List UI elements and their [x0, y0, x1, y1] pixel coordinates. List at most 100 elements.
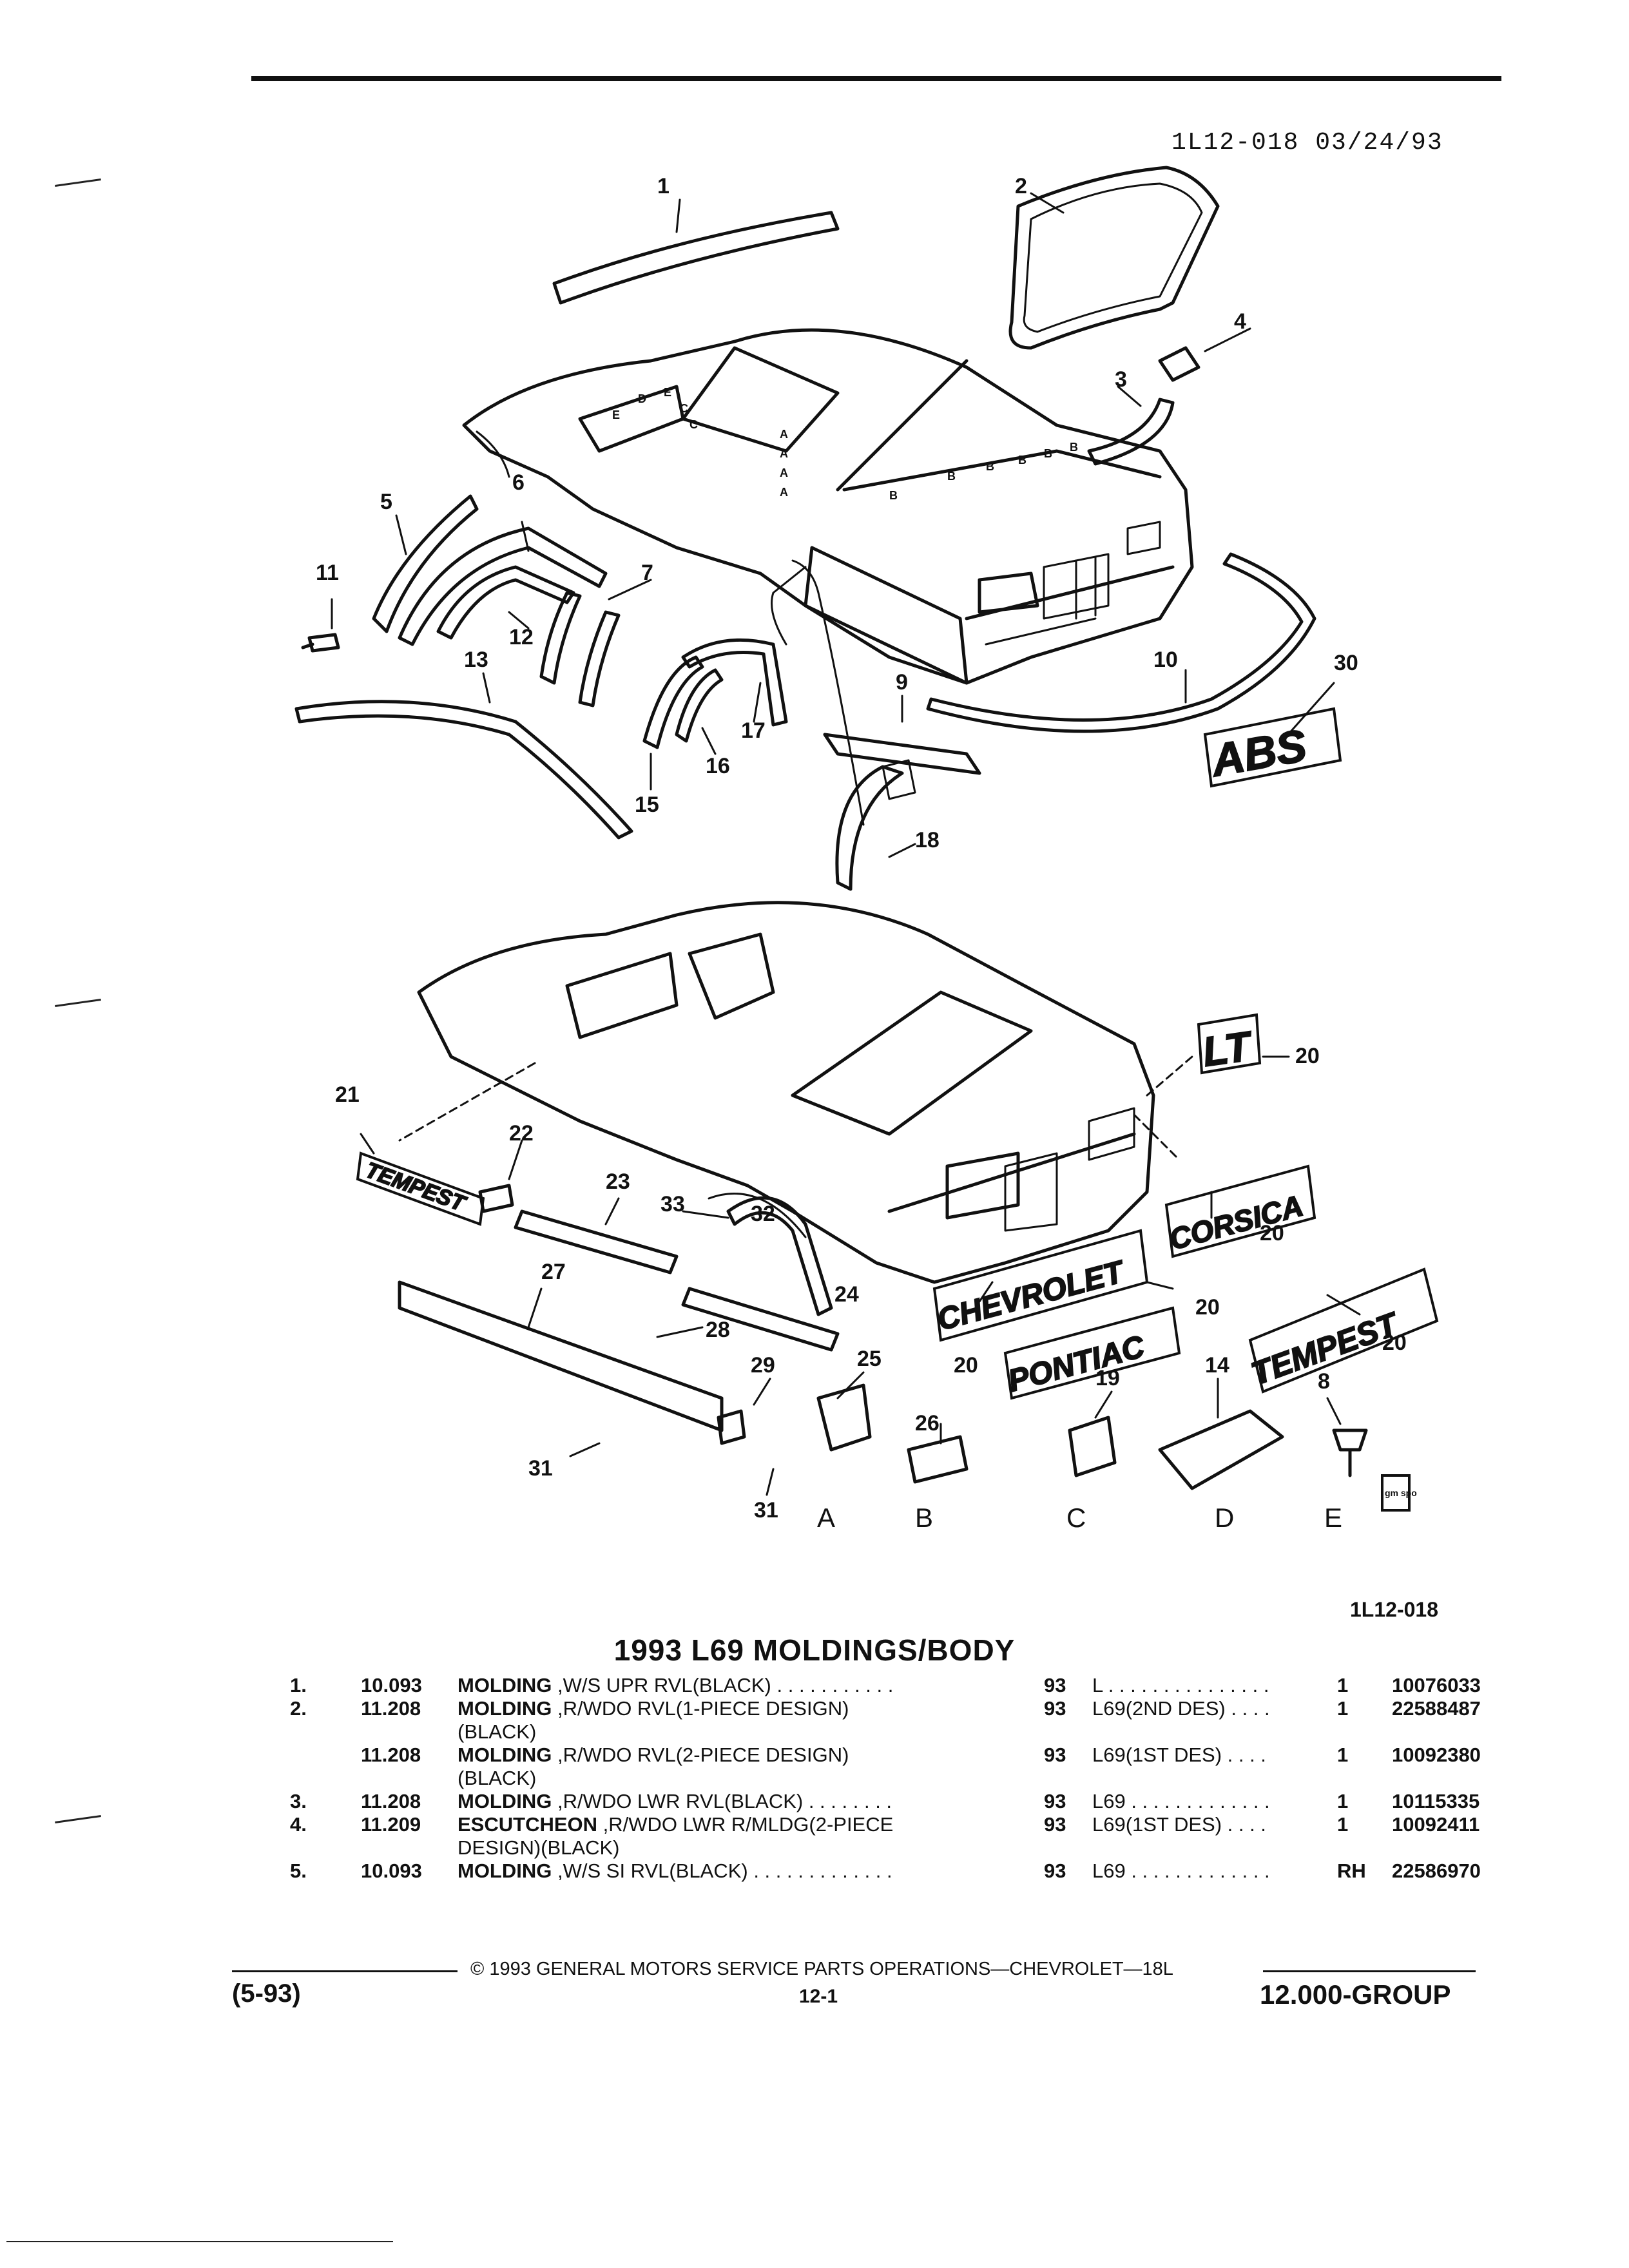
window-letter: C [680, 402, 688, 415]
callout-28: 28 [706, 1318, 730, 1342]
part-code: 10.093 [361, 1860, 422, 1882]
callout-19: 19 [1095, 1366, 1120, 1390]
part-name: MOLDING [458, 1860, 552, 1882]
parts-row: 3. 11.208 MOLDING ,R/WDO LWR RVL(BLACK) … [290, 1790, 1527, 1813]
part-25-clip [816, 1383, 872, 1452]
window-letter: D [638, 392, 646, 405]
figure-id: 1L12-018 [1350, 1598, 1438, 1621]
window-letter: E [612, 408, 620, 421]
parts-row: 1. 10.093 MOLDING ,W/S UPR RVL(BLACK) . … [290, 1674, 1527, 1697]
part-description: MOLDING ,R/WDO RVL(2-PIECE DESIGN)(BLACK… [458, 1744, 1044, 1790]
part-year: 93 [1044, 1813, 1066, 1836]
part-detail: ,W/S SI RVL(BLACK) . . . . . . . . . . .… [552, 1860, 892, 1882]
part-description: MOLDING ,R/WDO RVL(1-PIECE DESIGN) (BLACK… [458, 1697, 1044, 1744]
part-detail: ,R/WDO RVL(1-PIECE DESIGN) [552, 1697, 849, 1720]
section-title: 1993 L69 MOLDINGS/BODY [613, 1633, 1016, 1667]
parts-row: 2. 11.208 MOLDING ,R/WDO RVL(1-PIECE DES… [290, 1697, 1527, 1744]
part-name: MOLDING [458, 1697, 552, 1720]
part-number [290, 1744, 361, 1790]
part-detail: ,R/WDO LWR RVL(BLACK) . . . . . . . . [552, 1790, 892, 1812]
part-application: L69 . . . . . . . . . . . . . [1092, 1790, 1270, 1812]
part-code: 11.208 [361, 1697, 421, 1720]
window-letter: A [780, 466, 788, 479]
part-7-molding [539, 591, 582, 685]
part-qty: 1 [1337, 1790, 1349, 1812]
callout-6: 6 [512, 470, 525, 495]
part-year: 93 [1044, 1697, 1066, 1720]
part-15-molding [642, 655, 704, 749]
callout-5: 5 [380, 490, 392, 514]
callout-4: 4 [1234, 309, 1246, 334]
part-qty: 1 [1337, 1674, 1349, 1696]
part-description: MOLDING ,W/S SI RVL(BLACK) . . . . . . .… [458, 1860, 1044, 1883]
window-letter: A [780, 447, 788, 460]
callout-27: 27 [541, 1260, 566, 1284]
margin-mark [6, 2241, 393, 2242]
part-5-molding [372, 494, 479, 633]
view-letter-e: E [1324, 1503, 1342, 1533]
part-code: 11.209 [361, 1813, 421, 1836]
part-application: L69(1ST DES) . . . . [1092, 1744, 1266, 1766]
callout-20d: 20 [1195, 1295, 1220, 1320]
window-letter: B [1018, 454, 1027, 466]
callout-22: 22 [509, 1121, 534, 1146]
part-pn: 22588487 [1392, 1697, 1481, 1720]
window-letter: E [664, 386, 671, 399]
part-name: ESCUTCHEON [458, 1813, 598, 1836]
part-detail-cont: (BLACK) [458, 1720, 537, 1743]
part-22-molding [478, 1184, 514, 1213]
callout-32: 32 [751, 1202, 775, 1226]
part-name: MOLDING [458, 1790, 552, 1812]
part-detail-cont: (BLACK) [458, 1767, 537, 1789]
part-13-molding [294, 700, 633, 840]
callout-20b: 20 [1260, 1221, 1284, 1245]
callout-20a: 20 [1295, 1044, 1320, 1068]
date-code: (5-93) [232, 1979, 301, 2008]
callout-33: 33 [660, 1192, 685, 1216]
callout-14: 14 [1205, 1353, 1229, 1378]
view-letter-c: C [1066, 1503, 1086, 1533]
callout-13: 13 [464, 648, 488, 672]
window-letter: C [689, 418, 698, 431]
callout-9: 9 [896, 670, 908, 695]
callout-31b: 31 [754, 1498, 778, 1523]
part-detail: ,W/S UPR RVL(BLACK) . . . . . . . . . . … [552, 1674, 894, 1696]
window-letter: B [1070, 441, 1078, 454]
part-1-molding [552, 211, 840, 305]
part-number: 2. [290, 1697, 307, 1720]
part-year: 93 [1044, 1744, 1066, 1766]
part-application: L69(1ST DES) . . . . [1092, 1813, 1266, 1836]
callout-20e: 20 [1382, 1331, 1407, 1355]
part-application: L . . . . . . . . . . . . . . . [1092, 1674, 1269, 1696]
part-27-rocker [398, 1280, 724, 1432]
window-letter: B [1044, 447, 1052, 460]
callout-1: 1 [657, 174, 670, 198]
callout-30: 30 [1334, 651, 1358, 675]
part-19-clip [1068, 1416, 1117, 1477]
part-2-molding [1008, 166, 1220, 350]
window-letter: B [947, 470, 956, 483]
callout-26: 26 [915, 1411, 940, 1436]
callout-16: 16 [706, 754, 730, 778]
exploded-parts-diagram: 1 2 3 4 5 6 7 8 9 10 11 12 13 14 15 16 1… [294, 166, 1439, 1533]
callout-7: 7 [641, 561, 653, 585]
lower-car-body [417, 901, 1155, 1284]
part-3-molding [1087, 398, 1175, 466]
part-24-molding [681, 1287, 840, 1352]
part-17-molding [681, 638, 788, 727]
view-letter-b: B [915, 1503, 933, 1533]
part-number: 5. [290, 1860, 307, 1882]
window-letter: A [780, 428, 788, 441]
part-year: 93 [1044, 1860, 1066, 1882]
part-code: 11.208 [361, 1744, 421, 1766]
callout-2: 2 [1015, 174, 1027, 198]
parts-list: 1. 10.093 MOLDING ,W/S UPR RVL(BLACK) . … [290, 1674, 1527, 1883]
upper-car-body [462, 328, 1194, 826]
gm-spo-logo: gm spo [1385, 1488, 1417, 1498]
part-number: 1. [290, 1674, 307, 1696]
callout-8: 8 [1318, 1369, 1330, 1394]
part-number: 4. [290, 1813, 307, 1836]
part-pn: 10092411 [1392, 1813, 1480, 1836]
part-29-clip [717, 1409, 746, 1445]
